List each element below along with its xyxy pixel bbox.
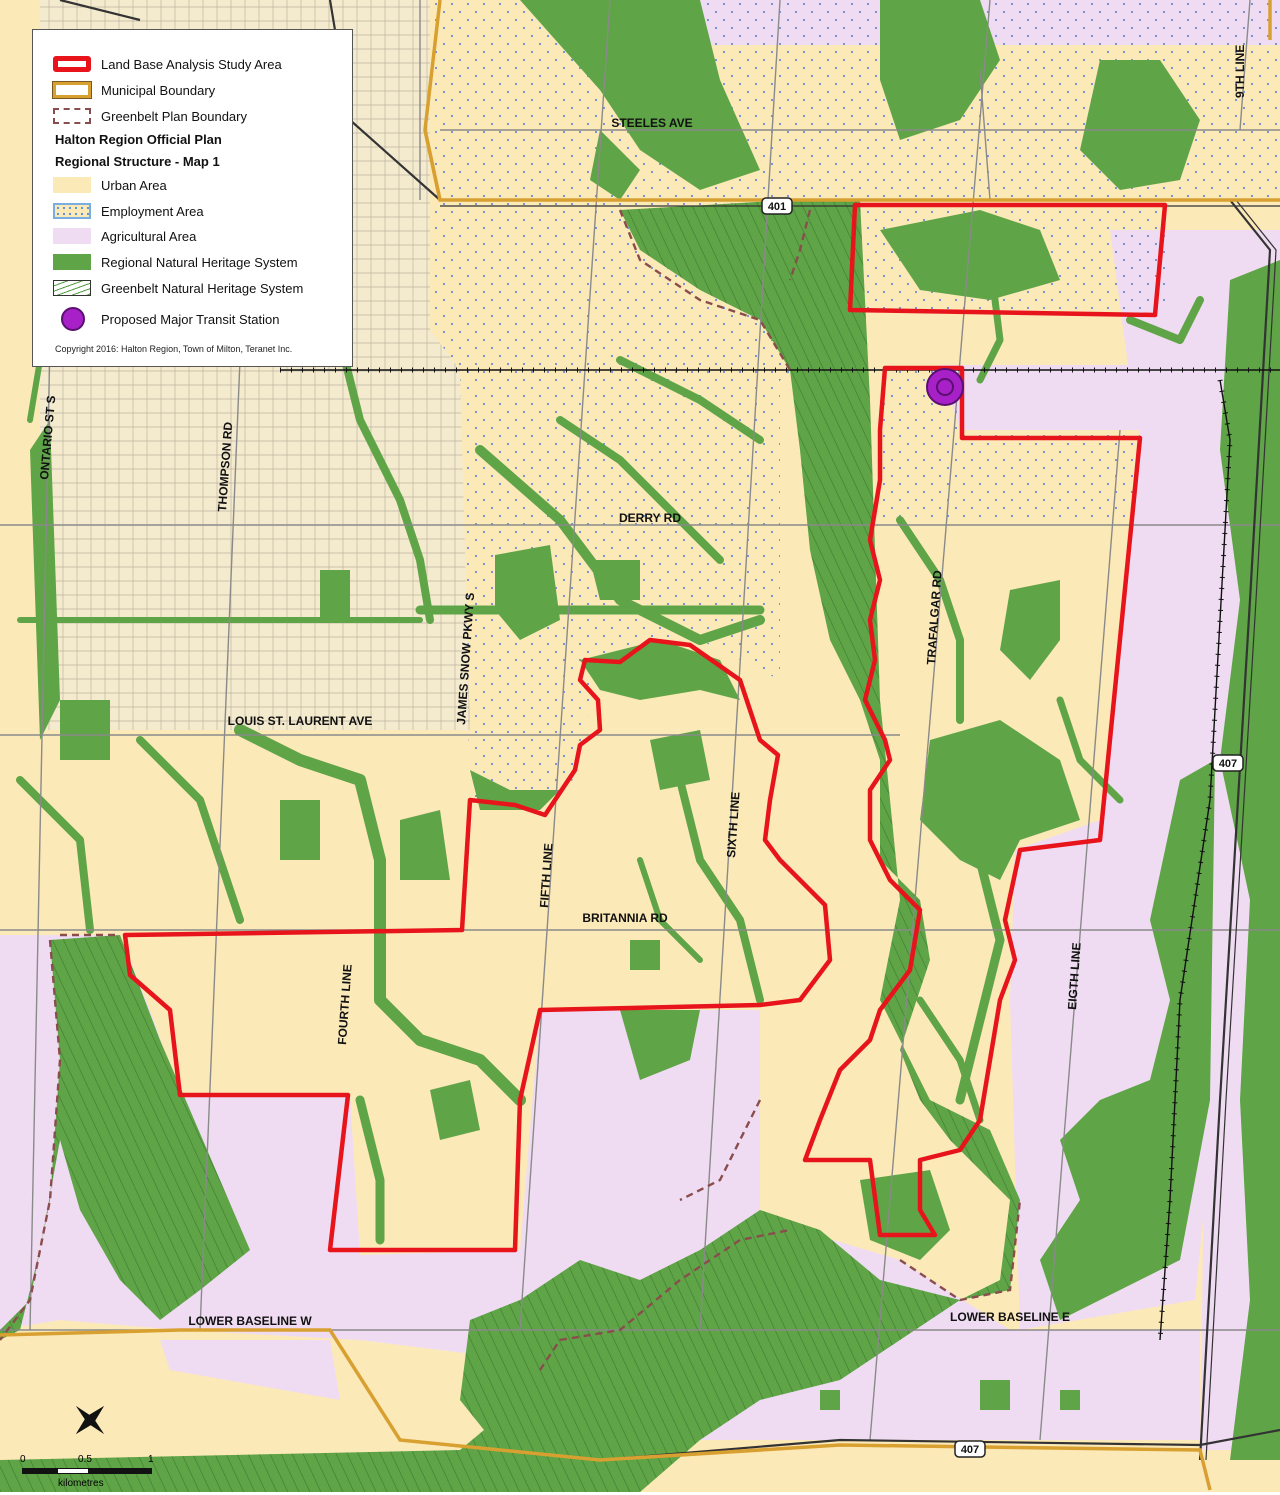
legend-heading-plan: Halton Region Official Plan bbox=[55, 132, 222, 147]
land-base-analysis-study-area[interactable] bbox=[122, 202, 1168, 1253]
label-fourth-line: FOURTH LINE bbox=[335, 964, 355, 1045]
svg-text:407: 407 bbox=[961, 1444, 979, 1456]
map-legend: Land Base Analysis Study Area Municipal … bbox=[32, 29, 353, 367]
road-network bbox=[0, 0, 1280, 1441]
label-thompson-rd: THOMPSON RD bbox=[215, 421, 235, 512]
north-arrow-icon bbox=[75, 1405, 105, 1435]
rail-lines bbox=[280, 367, 1280, 1341]
legend-item-urban-area: Urban Area bbox=[53, 174, 167, 196]
copyright-text: Copyright 2016: Halton Region, Town of M… bbox=[55, 344, 293, 354]
regional-nhs-swatch bbox=[53, 254, 91, 270]
highway-407-shield-south: 407 bbox=[954, 1440, 986, 1458]
greenbelt-natural-heritage-system bbox=[0, 200, 1020, 1492]
legend-item-municipal-boundary: Municipal Boundary bbox=[52, 79, 215, 101]
legend-item-employment-area: Employment Area bbox=[53, 200, 204, 222]
greenbelt-boundary-swatch bbox=[53, 108, 91, 124]
label-sixth-line: SIXTH LINE bbox=[724, 791, 743, 858]
highway-401-shield: 401 bbox=[761, 197, 793, 215]
label-lower-baseline-w: LOWER BASELINE W bbox=[188, 1314, 312, 1328]
legend-heading-structure: Regional Structure - Map 1 bbox=[55, 154, 220, 169]
svg-text:401: 401 bbox=[768, 201, 786, 213]
scale-unit: kilometres bbox=[58, 1478, 104, 1489]
label-derry-rd: DERRY RD bbox=[619, 511, 681, 525]
legend-item-greenbelt-nhs: Greenbelt Natural Heritage System bbox=[53, 277, 303, 299]
greenbelt-nhs-swatch bbox=[53, 280, 91, 296]
greenbelt-plan-boundary bbox=[0, 209, 1022, 1371]
legend-item-greenbelt-boundary: Greenbelt Plan Boundary bbox=[53, 105, 247, 127]
label-trafalgar-rd: TRAFALGAR RD bbox=[924, 569, 945, 665]
agricultural-area-swatch bbox=[53, 228, 91, 244]
label-louis-st-laurent-ave: LOUIS ST. LAURENT AVE bbox=[228, 714, 373, 728]
study-area-swatch bbox=[53, 56, 91, 72]
municipal-boundary-swatch bbox=[52, 81, 92, 99]
scale-bar: 0 0.5 1 kilometres bbox=[18, 1452, 158, 1492]
legend-item-regional-nhs: Regional Natural Heritage System bbox=[53, 251, 298, 273]
label-steeles-ave: STEELES AVE bbox=[611, 116, 692, 130]
transit-station-icon bbox=[61, 307, 85, 331]
label-fifth-line: FIFTH LINE bbox=[537, 843, 555, 908]
svg-text:407: 407 bbox=[1219, 758, 1237, 770]
label-lower-baseline-e: LOWER BASELINE E bbox=[950, 1310, 1070, 1324]
scale-tick-1: 1 bbox=[148, 1454, 154, 1465]
employment-area-swatch bbox=[53, 203, 91, 219]
label-eigth-line: EIGTH LINE bbox=[1065, 942, 1084, 1010]
scale-tick-05: 0.5 bbox=[78, 1454, 92, 1465]
scale-bar-graphic bbox=[22, 1468, 152, 1474]
label-9th-line: 9TH LINE bbox=[1233, 45, 1247, 98]
proposed-transit-station[interactable] bbox=[926, 368, 964, 406]
legend-item-transit-station: Proposed Major Transit Station bbox=[53, 307, 279, 331]
highway-407-shield-east: 407 bbox=[1212, 754, 1244, 772]
legend-item-study-area: Land Base Analysis Study Area bbox=[53, 53, 282, 75]
label-britannia-rd: BRITANNIA RD bbox=[582, 911, 668, 925]
urban-area-swatch bbox=[53, 177, 91, 193]
legend-item-agricultural-area: Agricultural Area bbox=[53, 225, 196, 247]
heritage-corridors bbox=[16, 256, 1204, 1245]
regional-natural-heritage-system bbox=[30, 0, 1280, 1460]
scale-tick-0: 0 bbox=[20, 1454, 26, 1465]
